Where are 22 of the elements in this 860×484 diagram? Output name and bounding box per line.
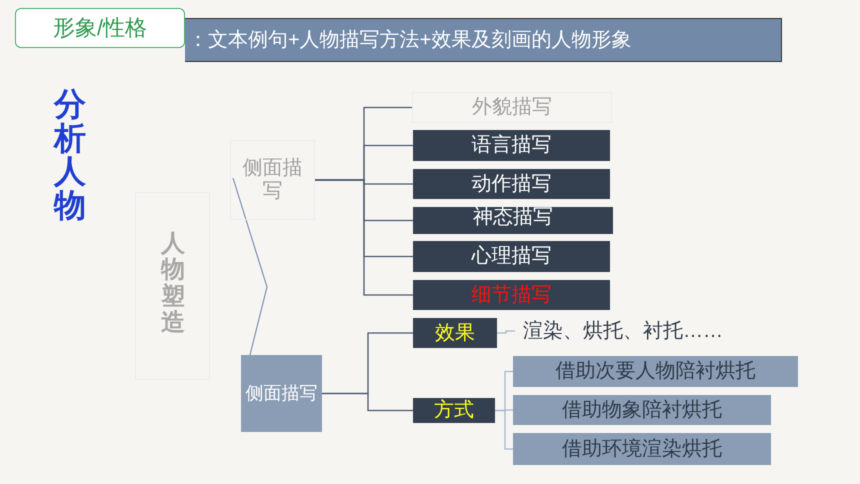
vertical-heading: 人物塑造 bbox=[135, 192, 210, 380]
connector-line bbox=[322, 392, 413, 412]
faint-box: 侧面描写 bbox=[230, 140, 315, 220]
method-box: 细节描写 bbox=[413, 280, 610, 310]
method-box: 心理描写 bbox=[413, 241, 610, 272]
effect-text: 渲染、烘托、衬托…… bbox=[515, 316, 780, 346]
tag-label: 形象/性格 bbox=[15, 8, 185, 48]
connector-line bbox=[315, 179, 413, 296]
faint-box: 外貌描写 bbox=[412, 92, 612, 123]
connector-line bbox=[495, 410, 513, 450]
category-box: 效果 bbox=[413, 318, 497, 348]
side-box: 侧面描写 bbox=[241, 355, 322, 432]
method-box: 动作描写 bbox=[413, 169, 610, 199]
way-box: 借助物象陪衬烘托 bbox=[513, 395, 771, 425]
connector-line bbox=[497, 330, 515, 334]
method-box: 语言描写 bbox=[413, 130, 610, 161]
way-box: 借助环境渲染烘托 bbox=[513, 433, 771, 465]
category-box: 方式 bbox=[413, 398, 495, 423]
title-bar: ：文本例句+人物描写方法+效果及刻画的人物形象 bbox=[185, 18, 782, 62]
method-box: 神态描写 bbox=[413, 207, 613, 234]
vertical-heading: 分析人物 bbox=[54, 88, 87, 222]
way-box: 借助次要人物陪衬烘托 bbox=[513, 356, 798, 387]
